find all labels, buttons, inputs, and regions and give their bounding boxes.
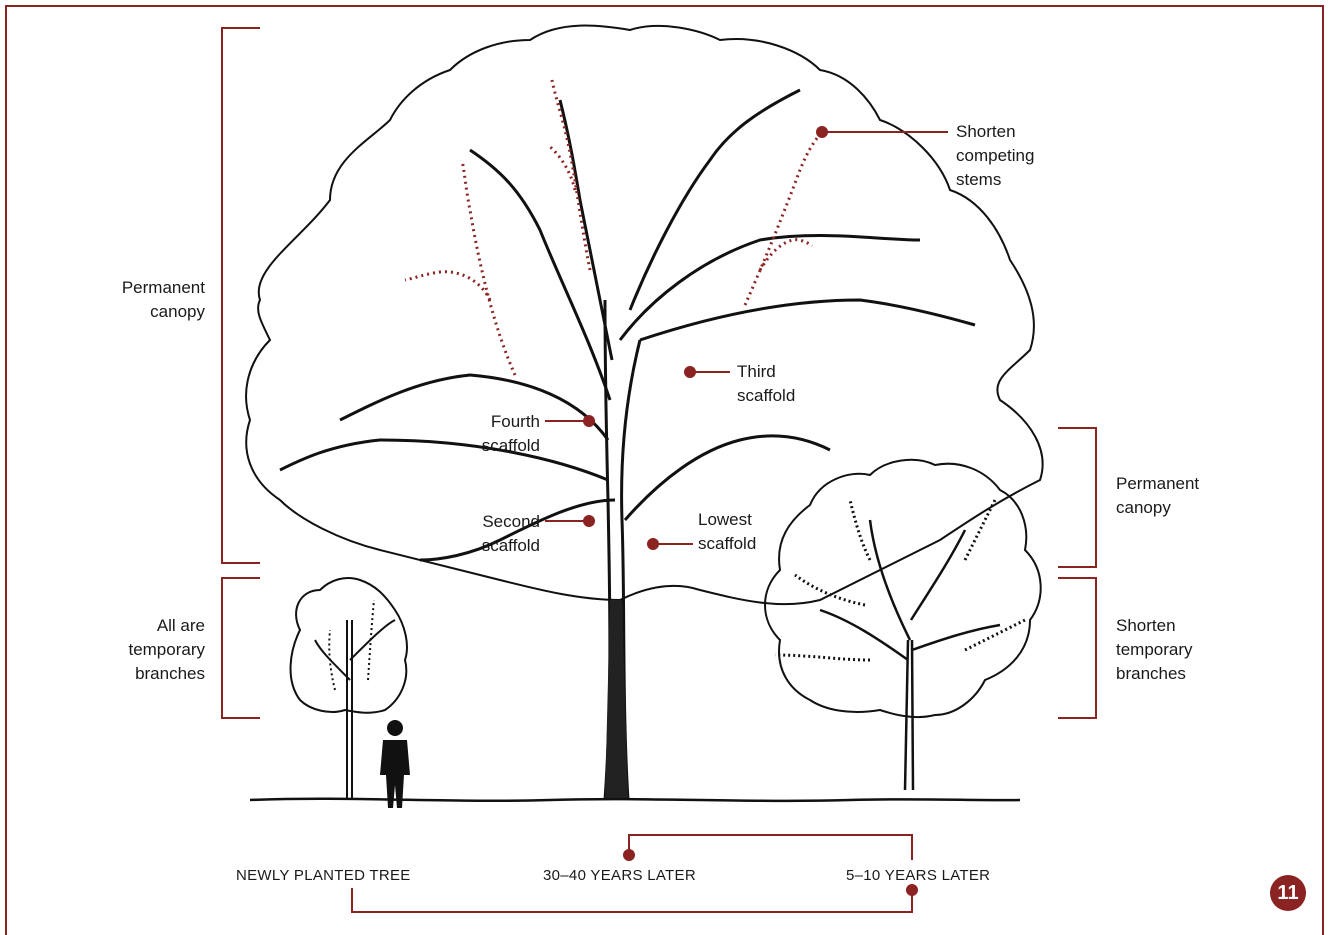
mature-tree-canopy xyxy=(245,24,1044,606)
label-third-scaffold: Third scaffold xyxy=(737,362,796,405)
young-tree-trunk xyxy=(314,619,396,800)
caption-30-40-years: 30–40 YEARS LATER xyxy=(543,867,696,884)
ground-line xyxy=(249,797,1021,803)
label-lowest-scaffold: Lowest scaffold xyxy=(698,510,757,553)
bracket-left-temporary xyxy=(221,577,260,719)
figure-number-badge: 11 xyxy=(1270,875,1306,911)
bracket-right-permanent xyxy=(1058,427,1097,568)
bracket-caption-top xyxy=(628,834,913,860)
young-tree-dotted-branches xyxy=(328,599,375,691)
label-left-permanent-canopy: Permanent canopy xyxy=(121,278,205,321)
mature-tree-branches xyxy=(279,88,976,562)
caption-5-10-years: 5–10 YEARS LATER xyxy=(846,867,991,884)
label-second-scaffold: Second scaffold xyxy=(481,512,540,555)
competing-stems-dotted xyxy=(404,79,824,376)
medium-tree-branches xyxy=(819,519,1001,662)
caption-newly-planted: NEWLY PLANTED TREE xyxy=(236,867,411,884)
figure-frame xyxy=(5,5,1324,935)
person-silhouette xyxy=(380,720,410,808)
mature-tree-trunk-fill xyxy=(605,600,628,800)
bracket-left-permanent xyxy=(221,27,260,564)
medium-tree-dotted-branches xyxy=(774,499,1026,662)
young-tree-canopy xyxy=(289,577,408,714)
brackets xyxy=(221,27,1097,913)
label-fourth-scaffold: Fourth scaffold xyxy=(481,412,540,455)
medium-tree-trunk xyxy=(903,639,915,791)
leader-lines xyxy=(545,126,948,896)
bracket-right-temporary xyxy=(1058,577,1097,719)
label-shorten-competing-stems: Shorten competing stems xyxy=(956,122,1035,189)
bracket-caption-bottom xyxy=(351,888,913,913)
label-right-permanent-canopy: Permanent canopy xyxy=(1116,474,1200,517)
label-left-temporary-branches: All are temporary branches xyxy=(128,616,205,683)
label-right-temporary-branches: Shorten temporary branches xyxy=(1116,616,1193,683)
medium-tree-canopy xyxy=(764,458,1042,719)
